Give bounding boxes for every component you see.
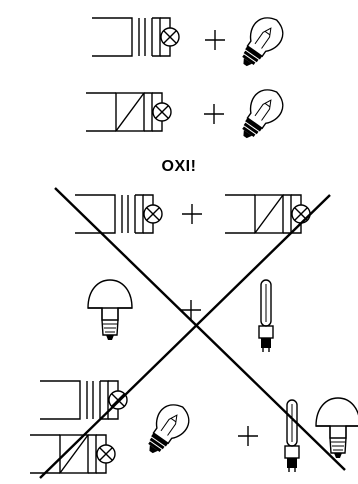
- plus-icon: [204, 104, 224, 124]
- plus-icon: [205, 30, 225, 50]
- cross-out-icon: [40, 188, 345, 478]
- plus-icon: [238, 426, 258, 446]
- transformer-symbol-icon: [40, 381, 127, 419]
- transformer-symbol-icon: [75, 195, 162, 233]
- forbidden-combinations: [30, 195, 358, 473]
- plus-icon: [181, 300, 201, 320]
- incandescent-bulb-icon: [232, 11, 289, 74]
- incandescent-bulb-icon: [138, 398, 195, 461]
- allowed-combination-1: [92, 11, 289, 74]
- fluorescent-tube-icon: [259, 280, 273, 352]
- allowed-combination-2: [86, 83, 289, 146]
- electronic-transformer-symbol-icon: [30, 435, 115, 473]
- warning-label: OXI!: [0, 158, 358, 176]
- incandescent-bulb-icon: [232, 83, 289, 146]
- electronic-transformer-symbol-icon: [86, 93, 171, 131]
- plus-icon: [182, 204, 202, 224]
- transformer-symbol-icon: [92, 18, 179, 56]
- fluorescent-tube-icon: [285, 400, 299, 472]
- led-bulb-icon: [88, 280, 132, 340]
